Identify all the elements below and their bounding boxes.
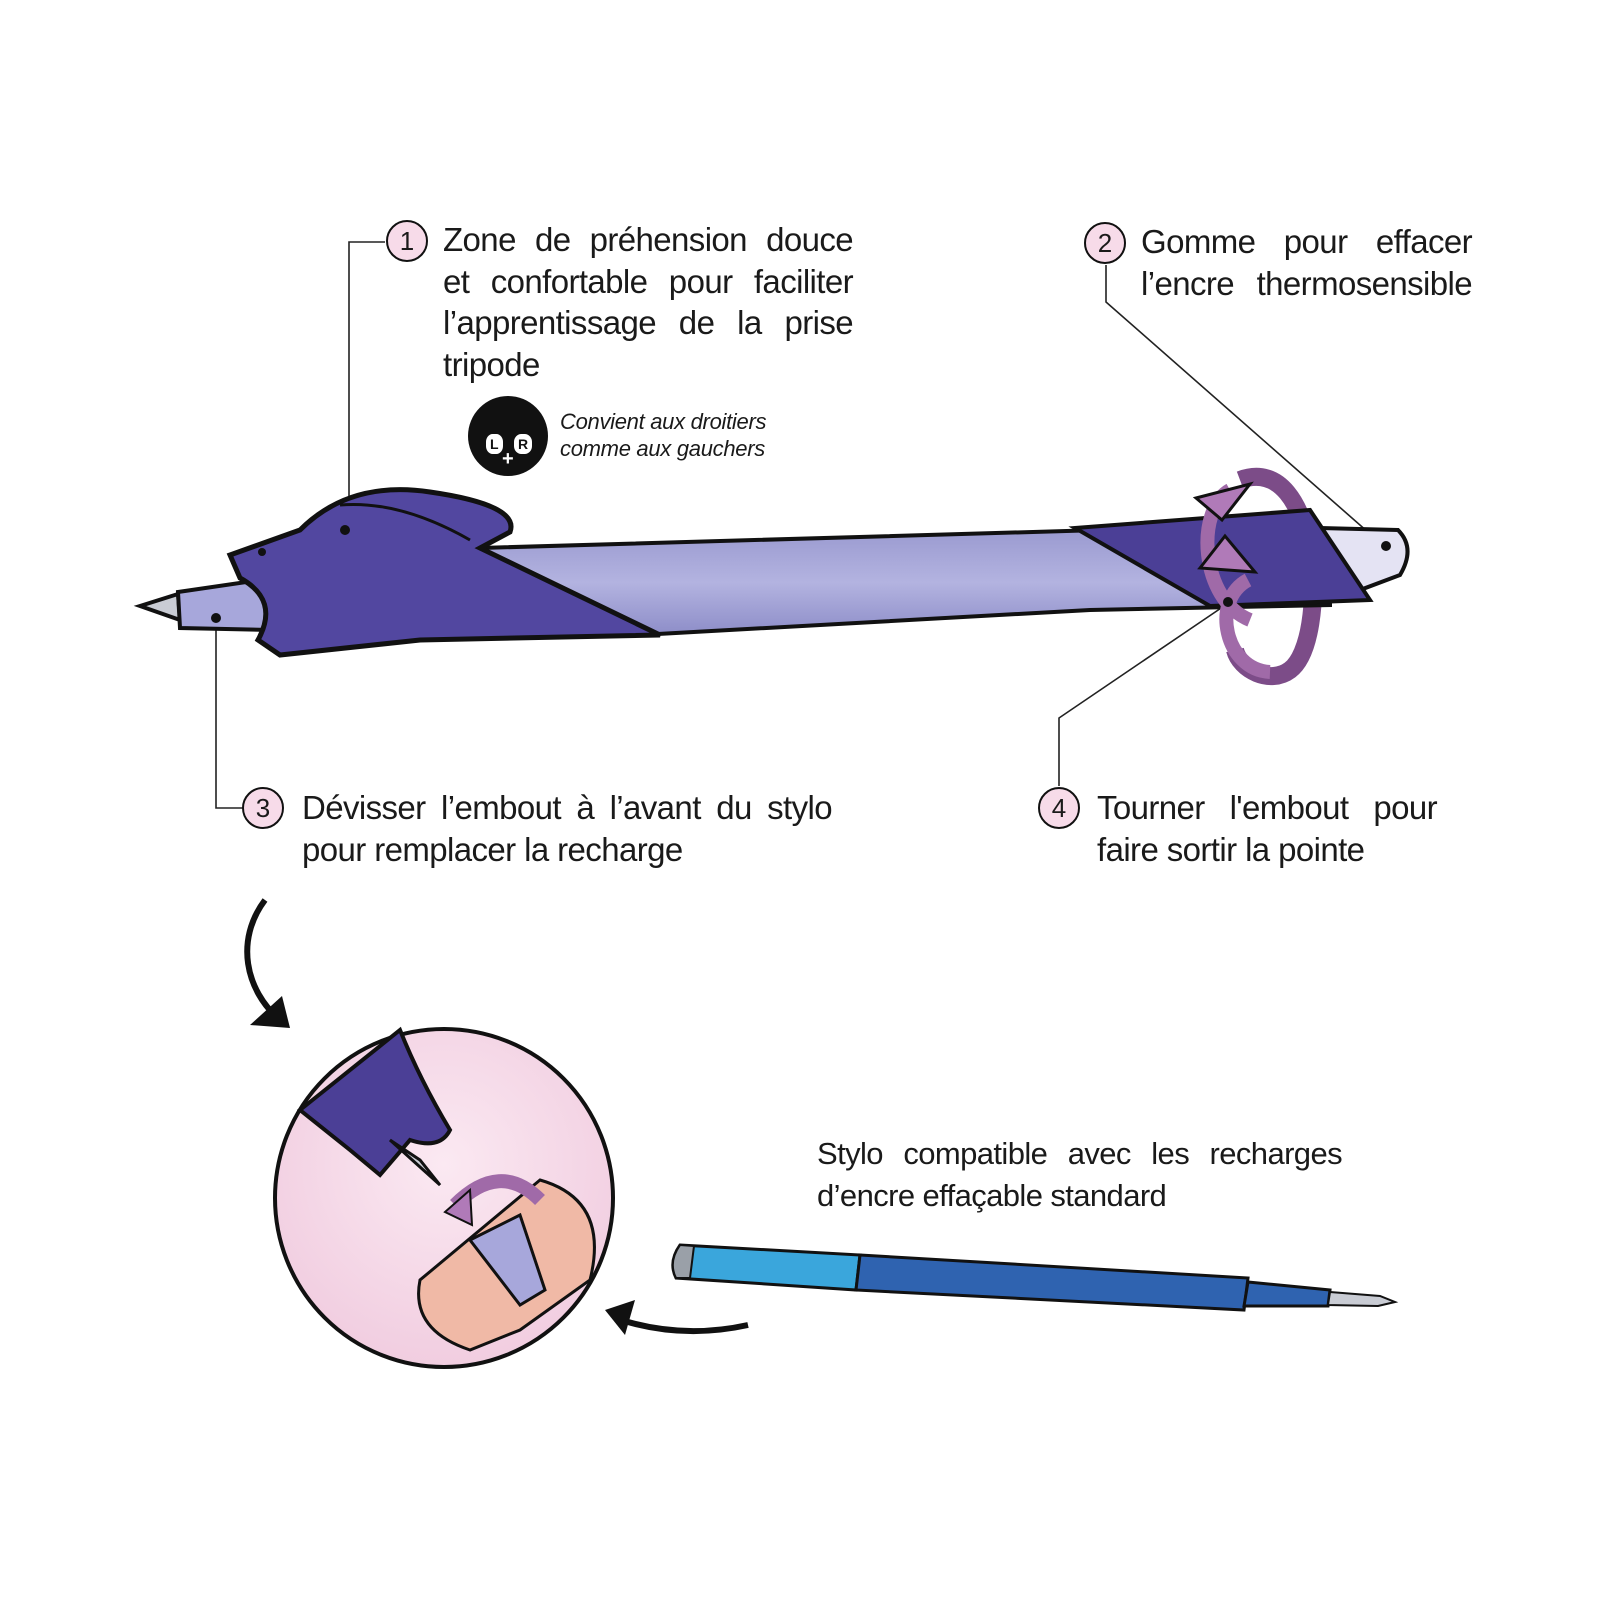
callout-1-text: Zone de préhension douce et confortable … xyxy=(443,219,854,385)
inset-cap xyxy=(467,1212,547,1307)
eraser-dot xyxy=(1381,541,1391,551)
icon-plus: + xyxy=(502,448,514,470)
handedness-line: comme aux gauchers xyxy=(560,436,765,461)
arrow-head-up xyxy=(1197,533,1259,574)
callout-2-line: Gomme pour effacer xyxy=(1141,223,1473,260)
inset-seal xyxy=(296,1026,453,1178)
callout-badge-2: 2 xyxy=(1084,222,1126,264)
callout-4-line: Tourner l'embout pour xyxy=(1097,789,1438,826)
callout-3-line: pour remplacer la recharge xyxy=(302,830,683,868)
callout-2-text: Gomme pour effacer l’encre thermosensibl… xyxy=(1141,221,1473,304)
leader-line-2 xyxy=(1105,265,1386,548)
leader-line-3 xyxy=(215,620,244,809)
icon-letter-r: R xyxy=(514,434,533,454)
icon-letter-l: L xyxy=(486,434,503,454)
callout-badge-1: 1 xyxy=(386,220,428,262)
pen-tip xyxy=(133,591,183,623)
callout-3-line: Dévisser l’embout à l’avant du stylo xyxy=(302,789,833,826)
handedness-line: Convient aux droitiers xyxy=(560,409,767,434)
callout-1-line: tripode xyxy=(443,345,540,383)
ink-refill xyxy=(671,1243,1399,1312)
callout-1-line: Zone de préhension douce xyxy=(443,221,854,258)
callout-1-line: l’apprentissage de la prise xyxy=(443,304,854,341)
callout-3-text: Dévisser l’embout à l’avant du stylo pou… xyxy=(302,787,833,870)
callout-badge-4: 4 xyxy=(1038,787,1080,829)
callout-badge-3: 3 xyxy=(242,787,284,829)
handedness-note: Convient aux droitiers comme aux gaucher… xyxy=(560,408,766,462)
refill-note: Stylo compatible avec les recharges d’en… xyxy=(817,1133,1343,1216)
refill-line: Stylo compatible avec les recharges xyxy=(817,1136,1343,1171)
refill-line: d’encre effaçable standard xyxy=(817,1177,1167,1213)
callout-2-line: l’encre thermosensible xyxy=(1141,264,1473,302)
leader-line-4 xyxy=(1058,601,1231,786)
curved-arrow-left xyxy=(614,1315,749,1335)
arrow-head-down xyxy=(1192,481,1254,523)
seal-grip xyxy=(226,487,662,658)
left-right-hands-icon: L R + xyxy=(468,396,548,476)
callout-4-line: faire sortir la pointe xyxy=(1097,830,1365,868)
callout-4-text: Tourner l'embout pour faire sortir la po… xyxy=(1097,787,1438,870)
curved-arrow-down xyxy=(244,898,282,1023)
leader-line-1 xyxy=(344,241,385,531)
callout-1-line: et confortable pour faciliter xyxy=(443,262,854,300)
